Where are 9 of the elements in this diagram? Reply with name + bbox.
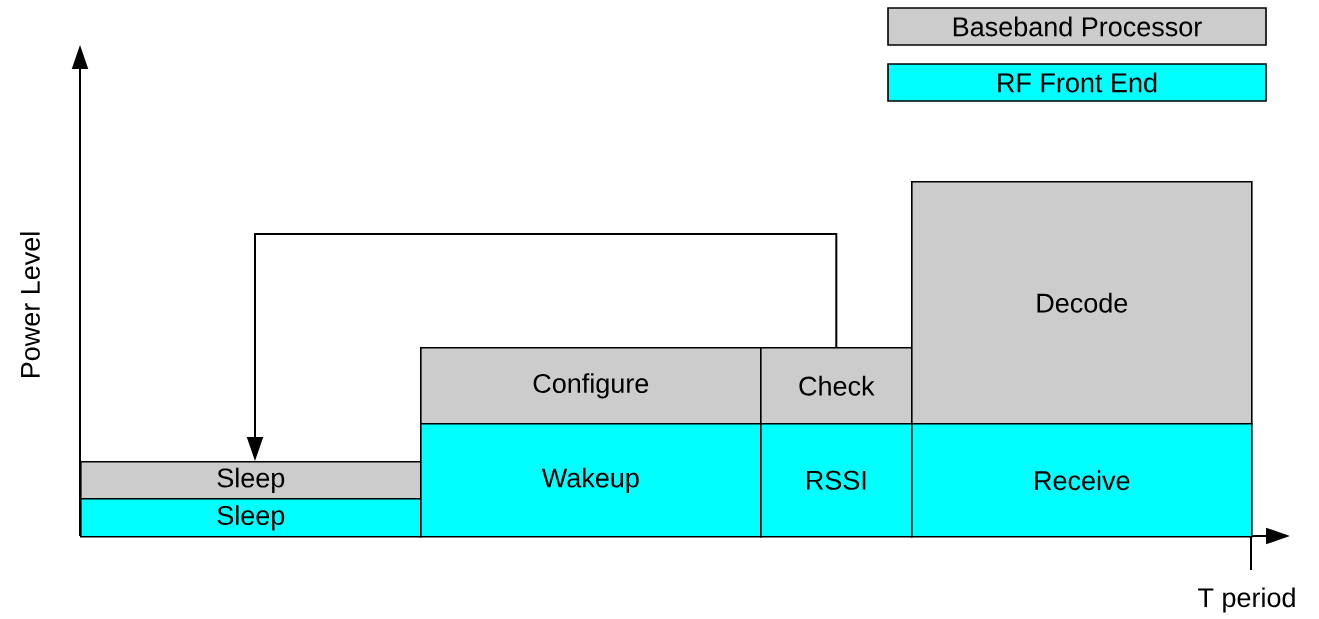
power-block: RSSI [760,423,913,538]
power-block: Sleep [80,461,422,500]
axis-label: T period [1198,587,1295,613]
power-block: Check [760,347,913,425]
power-block: Decode [911,181,1253,425]
axis-label: Power Level [20,232,40,378]
legend-entry: Baseband Processor [887,7,1267,46]
legend-entry: RF Front End [887,63,1267,102]
power-block: Sleep [80,498,422,538]
